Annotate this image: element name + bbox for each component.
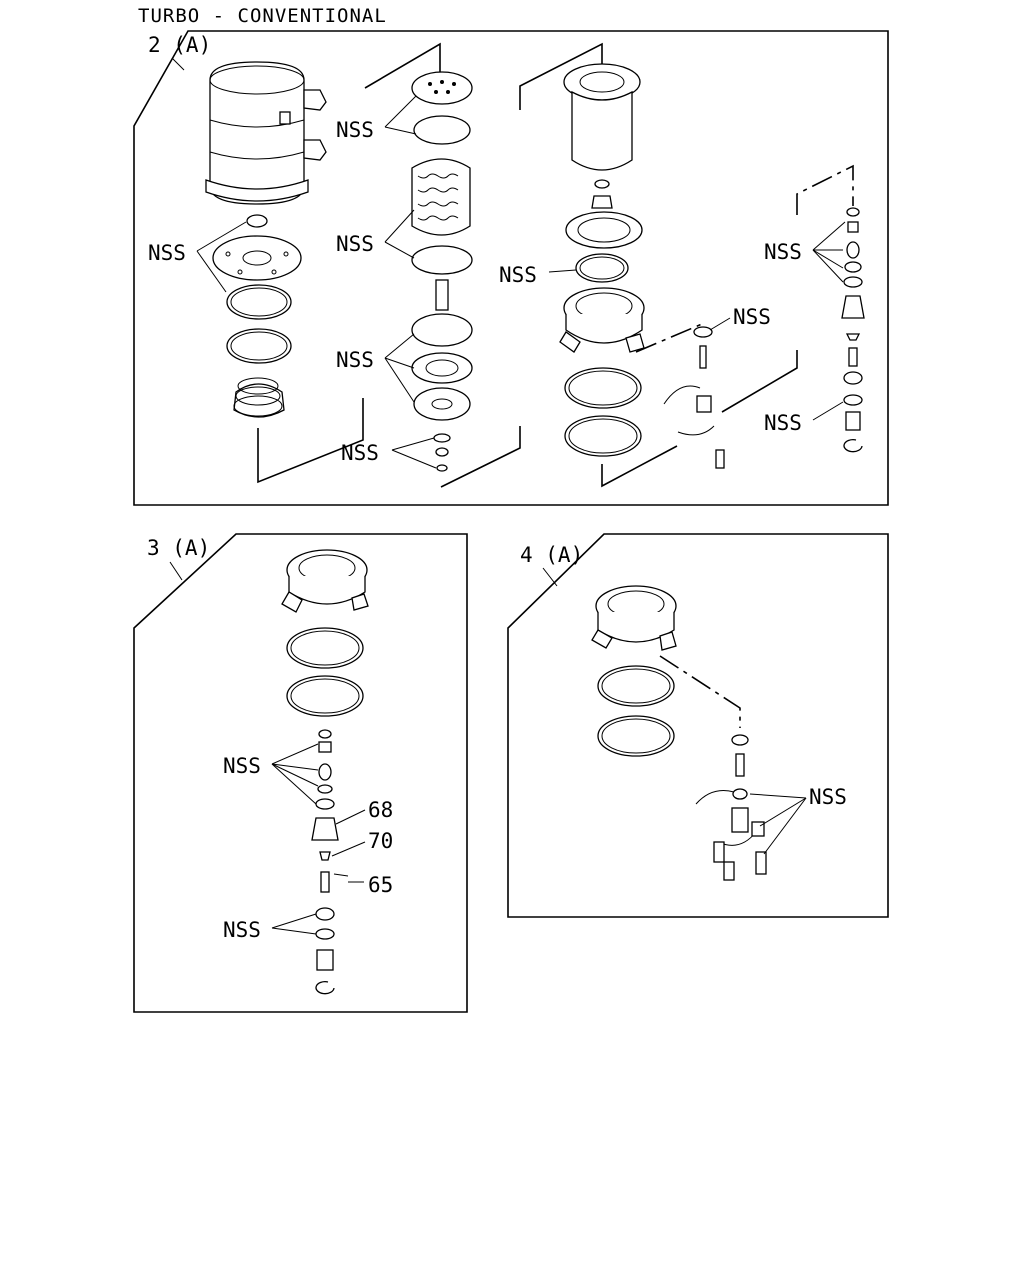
plug-part <box>841 295 865 319</box>
valve-stem-part <box>320 871 330 893</box>
panel-3: 3 (A) NSS 68 70 65 <box>133 533 468 1013</box>
filter-base-part <box>411 245 473 275</box>
small-oring-part <box>315 928 335 940</box>
bolt-part <box>715 449 725 469</box>
sleeve-part <box>845 411 861 431</box>
small-washer-part <box>594 179 610 189</box>
small-nut-part <box>435 447 449 457</box>
retainer-part <box>315 907 335 921</box>
body-seal-part <box>564 415 642 457</box>
body-seal-part <box>286 675 364 717</box>
bolt-part <box>713 841 725 863</box>
panel-2-label-leader <box>171 57 185 71</box>
part-number-68: 68 <box>368 798 393 822</box>
seal-ring-part <box>226 328 292 364</box>
cap-part <box>318 741 332 753</box>
sleeve-part <box>316 949 334 971</box>
small-oring-part <box>315 798 335 810</box>
panel-3-label-leader <box>169 561 183 581</box>
diagram-title: TURBO - CONVENTIONAL <box>138 5 387 27</box>
panel-3-frame <box>133 533 468 1013</box>
nss-callout: NSS <box>341 441 379 465</box>
spring-part <box>846 241 860 259</box>
nss-callout: NSS <box>499 263 537 287</box>
wire-harness-part <box>695 790 735 805</box>
panel-4-frame <box>507 533 889 918</box>
small-washer-part <box>246 214 268 228</box>
body-gasket-part <box>286 627 364 669</box>
small-oring-part <box>843 276 863 288</box>
cap-part <box>847 221 859 233</box>
panel-4-label-leader <box>542 567 558 587</box>
nss-callout: NSS <box>223 918 261 942</box>
filter-gasket-part <box>413 115 471 145</box>
assembly-leader-b <box>440 426 521 488</box>
nss-callout: NSS <box>336 232 374 256</box>
body-seal-part <box>597 715 675 757</box>
small-washer-part <box>436 464 448 472</box>
panel-4-label: 4 (A) <box>520 543 583 567</box>
nss-callout: NSS <box>336 118 374 142</box>
flange-gasket-part <box>565 211 643 249</box>
small-oring-part <box>318 729 332 739</box>
wire-harness-part <box>663 385 701 405</box>
plug-part <box>311 817 339 841</box>
valve-seat-part <box>845 333 861 341</box>
bolt-part <box>435 279 449 311</box>
spring-part <box>318 763 332 781</box>
body-gasket-part <box>597 665 675 707</box>
assembly-leader-a <box>257 398 364 484</box>
small-oring-part <box>846 207 860 217</box>
sensor-part <box>696 395 712 413</box>
valve-body-part <box>281 549 369 613</box>
panel-2: 2 (A) NSS <box>133 30 889 506</box>
bolt-part <box>723 861 735 881</box>
retainer-ring-part <box>411 352 473 384</box>
stud-part <box>735 753 745 777</box>
perforated-plate-part <box>411 313 473 347</box>
spring-part <box>233 377 285 418</box>
small-oring-part <box>732 788 748 800</box>
sensor-part <box>731 807 749 833</box>
small-washer-part <box>693 326 713 338</box>
snap-ring-part <box>315 981 335 995</box>
nss-callout: NSS <box>809 785 847 809</box>
cover-plate-part <box>212 235 302 281</box>
nut-part <box>591 195 613 209</box>
outer-housing-part <box>205 61 327 205</box>
body-gasket-part <box>564 367 642 409</box>
valve-stem-part <box>848 347 858 367</box>
nss-callout: NSS <box>733 305 771 329</box>
nss-callout: NSS <box>223 754 261 778</box>
part-number-70: 70 <box>368 829 393 853</box>
small-oring-part <box>843 394 863 406</box>
bearing-part <box>413 387 471 421</box>
panel-2-label: 2 (A) <box>148 33 211 57</box>
valve-body-part <box>591 585 677 651</box>
flange-housing-part <box>563 63 641 171</box>
oring-part <box>575 253 629 283</box>
panel-4: 4 (A) NSS <box>507 533 889 918</box>
small-oring-part <box>844 261 862 273</box>
panel-3-label: 3 (A) <box>147 536 210 560</box>
small-washer-part <box>731 734 749 746</box>
nss-callout: NSS <box>336 348 374 372</box>
stud-part <box>699 345 707 369</box>
retainer-part <box>843 371 863 385</box>
small-oring-part <box>433 433 451 443</box>
snap-ring-part <box>843 439 863 453</box>
gasket-ring-part <box>226 284 292 320</box>
panel-2-frame <box>133 30 889 506</box>
valve-seat-part <box>319 851 331 861</box>
nss-callout: NSS <box>764 411 802 435</box>
small-oring-part <box>317 784 333 794</box>
bolt-part <box>755 851 767 875</box>
perforated-disc-part <box>411 71 473 105</box>
nss-callout: NSS <box>148 241 186 265</box>
nss-callout: NSS <box>764 240 802 264</box>
part-number-65: 65 <box>368 873 393 897</box>
filter-element-part <box>411 158 471 236</box>
valve-body-part <box>559 287 645 353</box>
